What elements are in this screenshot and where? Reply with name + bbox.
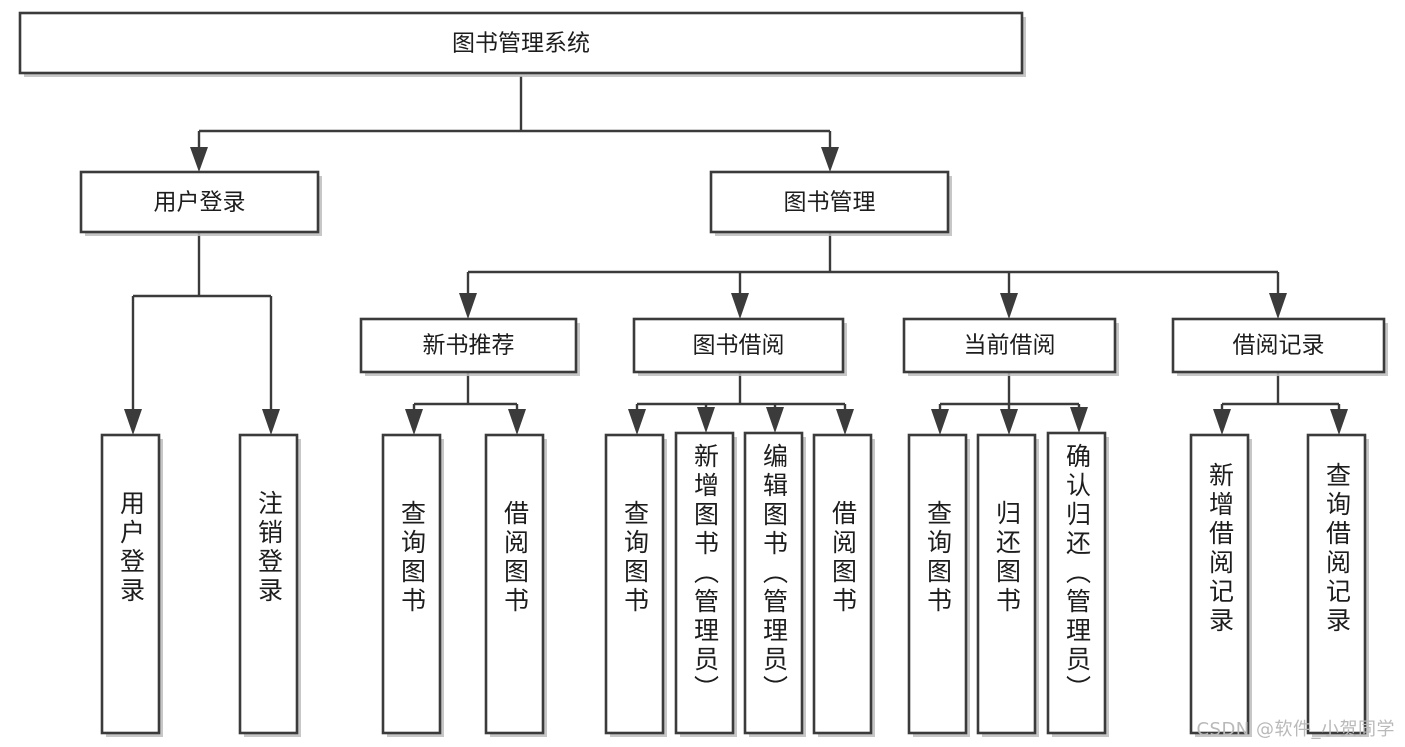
node-leaf-confirm-return-admin[interactable] bbox=[1046, 431, 1107, 735]
node-user-login[interactable] bbox=[79, 170, 320, 234]
node-book-borrow[interactable] bbox=[632, 317, 845, 374]
node-label-user-login: 用户登录 bbox=[154, 190, 246, 216]
node-leaf-edit-book-admin[interactable] bbox=[743, 431, 804, 735]
node-label-book-borrow: 图书借阅 bbox=[693, 333, 785, 359]
node-label-current-borrow: 当前借阅 bbox=[964, 333, 1056, 359]
node-leaf-query-borrow-record[interactable] bbox=[1306, 433, 1367, 735]
arrow-head-query-record bbox=[1330, 409, 1348, 435]
arrow-head-book-borrow bbox=[731, 293, 749, 319]
node-label-borrow-record: 借阅记录 bbox=[1233, 333, 1325, 359]
node-leaf-add-borrow-record[interactable] bbox=[1189, 433, 1250, 735]
node-borrow-record[interactable] bbox=[1171, 317, 1386, 374]
arrow-head-edit-book bbox=[766, 407, 784, 433]
arrow-head-confirm-return bbox=[1070, 407, 1088, 433]
arrow-head-borrow-record bbox=[1269, 293, 1287, 319]
node-leaf-logout[interactable] bbox=[238, 433, 299, 735]
node-leaf-return-book[interactable] bbox=[976, 433, 1037, 735]
watermark-text: CSDN @软件_小贺同学 bbox=[1196, 719, 1395, 740]
arrow-head-query-book-2 bbox=[628, 409, 646, 435]
arrow-head-add-record bbox=[1213, 409, 1231, 435]
arrow-head-leaf-user-login bbox=[124, 409, 142, 435]
arrow-head-return-book bbox=[1000, 409, 1018, 435]
arrow-head-borrow-book-1 bbox=[508, 409, 526, 435]
node-book-management-system[interactable] bbox=[18, 11, 1024, 75]
node-leaf-query-book-borrow[interactable] bbox=[604, 433, 665, 735]
arrow-head-borrow-book-2 bbox=[836, 409, 854, 435]
node-label-book-management: 图书管理 bbox=[784, 190, 876, 216]
node-book-management[interactable] bbox=[709, 170, 950, 234]
arrow-head-query-book-1 bbox=[405, 409, 423, 435]
node-label-new-book-recommend: 新书推荐 bbox=[423, 333, 515, 359]
arrow-head-new-book bbox=[459, 293, 477, 319]
node-leaf-user-login[interactable] bbox=[100, 433, 161, 735]
arrow-head-to-book-management bbox=[821, 147, 839, 172]
arrow-head-add-book bbox=[697, 407, 715, 433]
arrow-head-current-borrow bbox=[1000, 293, 1018, 319]
edge-layer bbox=[124, 76, 1348, 435]
arrow-head-leaf-logout bbox=[262, 409, 280, 435]
node-leaf-query-book-current[interactable] bbox=[907, 433, 968, 735]
arrow-head-query-book-3 bbox=[931, 409, 949, 435]
node-current-borrow[interactable] bbox=[902, 317, 1117, 374]
node-label-root: 图书管理系统 bbox=[452, 31, 590, 57]
node-leaf-query-book-newbook[interactable] bbox=[381, 433, 442, 735]
node-layer: 图书管理系统 用户登录 图书管理 新书推荐 图书借阅 当前借阅 借阅记录 bbox=[18, 11, 1388, 737]
node-leaf-borrow-book-borrow[interactable] bbox=[812, 433, 873, 735]
arrow-head-to-user-login bbox=[190, 147, 208, 172]
node-new-book-recommend[interactable] bbox=[359, 317, 578, 374]
node-leaf-borrow-book-newbook[interactable] bbox=[484, 433, 545, 735]
node-leaf-add-book-admin[interactable] bbox=[674, 431, 735, 735]
